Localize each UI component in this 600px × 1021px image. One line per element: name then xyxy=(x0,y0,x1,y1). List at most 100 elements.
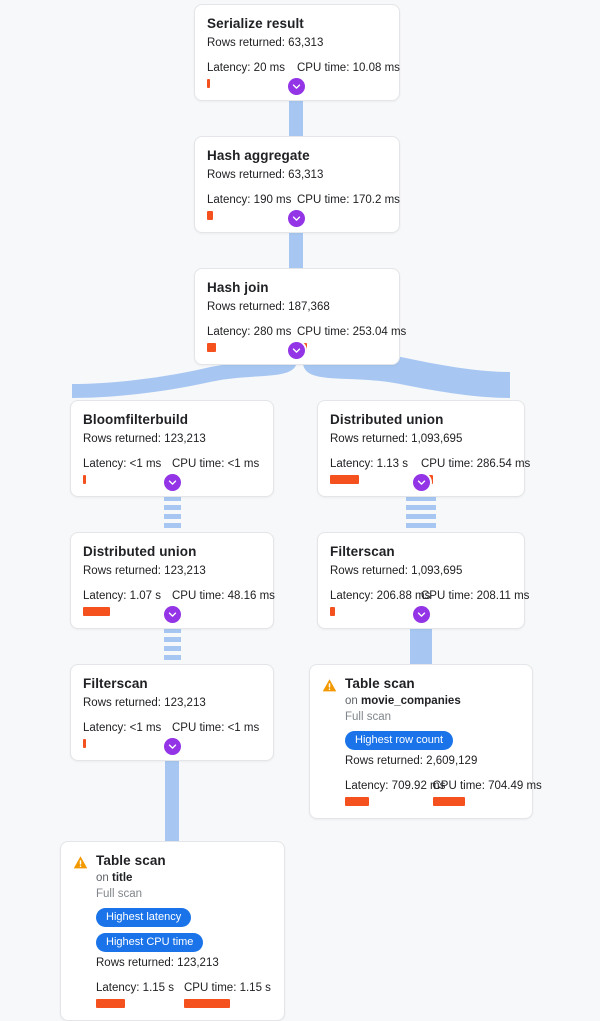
node-badges: Highest latency Highest CPU time xyxy=(96,908,272,952)
badge-highest-latency[interactable]: Highest latency xyxy=(96,908,192,927)
cpu-time-label: CPU time: 208.11 ms xyxy=(421,590,530,602)
collapse-toggle-distributed-union-left[interactable] xyxy=(164,606,181,623)
cpu-time-label: CPU time: 704.49 ms xyxy=(432,780,542,792)
chevron-down-icon xyxy=(168,744,177,749)
node-title: Distributed union xyxy=(83,544,197,559)
node-metrics: Latency: 709.92 ms CPU time: 704.49 ms xyxy=(345,779,542,806)
warning-triangle-icon xyxy=(73,856,88,869)
latency-metric: Latency: 1.15 s xyxy=(96,981,184,1008)
rows-returned: Rows returned: 123,213 xyxy=(83,565,206,577)
collapse-toggle-serialize-result[interactable] xyxy=(288,78,305,95)
chevron-down-icon xyxy=(168,480,177,485)
latency-label: Latency: 1.15 s xyxy=(96,982,174,994)
latency-bar xyxy=(207,211,213,220)
rows-returned: Rows returned: 2,609,129 xyxy=(345,755,478,767)
cpu-time-metric: CPU time: 253.04 ms xyxy=(297,325,407,352)
cpu-time-metric: CPU time: <1 ms xyxy=(172,721,261,748)
latency-bar xyxy=(345,797,369,806)
scan-target: on movie_companies xyxy=(345,694,520,709)
edge-filterscan-left-to-table-scan-title xyxy=(165,751,179,846)
collapse-toggle-distributed-union-right[interactable] xyxy=(413,474,430,491)
node-title: Hash join xyxy=(207,280,269,295)
node-header: Hash aggregate xyxy=(207,147,387,164)
chevron-down-icon xyxy=(292,348,301,353)
rows-returned: Rows returned: 187,368 xyxy=(207,301,330,313)
latency-label: Latency: 20 ms xyxy=(207,62,285,74)
latency-bar xyxy=(83,475,86,484)
latency-metric: Latency: 20 ms xyxy=(207,61,297,88)
node-title: Filterscan xyxy=(83,676,148,691)
rows-returned: Rows returned: 1,093,695 xyxy=(330,433,463,445)
latency-label: Latency: 190 ms xyxy=(207,194,292,206)
badge-highest-row-count[interactable]: Highest row count xyxy=(345,731,454,750)
cpu-time-metric: CPU time: 170.2 ms xyxy=(297,193,400,220)
latency-label: Latency: 709.92 ms xyxy=(345,780,446,792)
table-name: movie_companies xyxy=(361,695,461,707)
latency-metric: Latency: 190 ms xyxy=(207,193,297,220)
plan-node-table-scan-movie-companies[interactable]: Table scan on movie_companies Full scan … xyxy=(309,664,542,819)
latency-label: Latency: 1.13 s xyxy=(330,458,408,470)
collapse-toggle-hash-aggregate[interactable] xyxy=(288,210,305,227)
node-title: Distributed union xyxy=(330,412,444,427)
latency-bar xyxy=(207,343,216,352)
rows-returned: Rows returned: 123,213 xyxy=(83,697,206,709)
latency-bar xyxy=(83,739,86,748)
latency-metric: Latency: <1 ms xyxy=(83,721,172,748)
latency-label: Latency: 1.07 s xyxy=(83,590,161,602)
node-header: Bloomfilterbuild xyxy=(83,411,261,428)
latency-label: Latency: <1 ms xyxy=(83,458,162,470)
node-title: Table scan xyxy=(96,853,166,868)
node-header: Table scan xyxy=(73,852,272,870)
cpu-time-metric: CPU time: 48.16 ms xyxy=(172,589,275,616)
latency-metric: Latency: 206.88 ms xyxy=(330,589,431,616)
scan-type: Full scan xyxy=(96,888,143,900)
scan-type: Full scan xyxy=(345,711,392,723)
latency-bar xyxy=(96,999,125,1008)
node-metrics: Latency: 1.13 s CPU time: 286.54 ms xyxy=(330,457,531,484)
latency-bar xyxy=(207,79,210,88)
collapse-toggle-bloomfilterbuild[interactable] xyxy=(164,474,181,491)
plan-node-table-scan-title[interactable]: Table scan on title Full scan Highest la… xyxy=(60,841,285,1021)
cpu-time-metric: CPU time: 1.15 s xyxy=(184,981,272,1008)
node-metrics: Latency: <1 ms CPU time: <1 ms xyxy=(83,457,261,484)
latency-label: Latency: <1 ms xyxy=(83,722,162,734)
chevron-down-icon xyxy=(417,612,426,617)
cpu-time-label: CPU time: 253.04 ms xyxy=(297,326,407,338)
cpu-time-label: CPU time: 286.54 ms xyxy=(421,458,531,470)
latency-metric: Latency: 1.07 s xyxy=(83,589,172,616)
node-metrics: Latency: <1 ms CPU time: <1 ms xyxy=(83,721,261,748)
node-title: Hash aggregate xyxy=(207,148,310,163)
cpu-time-label: CPU time: 1.15 s xyxy=(184,982,271,994)
latency-bar xyxy=(330,607,335,616)
rows-returned: Rows returned: 63,313 xyxy=(207,37,324,49)
chevron-down-icon xyxy=(168,612,177,617)
cpu-time-metric: CPU time: <1 ms xyxy=(172,457,261,484)
cpu-time-metric: CPU time: 208.11 ms xyxy=(421,589,530,616)
scan-target: on title xyxy=(96,871,272,886)
cpu-time-label: CPU time: 170.2 ms xyxy=(297,194,400,206)
node-header: Hash join xyxy=(207,279,387,296)
rows-returned: Rows returned: 63,313 xyxy=(207,169,324,181)
node-header: Filterscan xyxy=(83,675,261,692)
collapse-toggle-filterscan-right[interactable] xyxy=(413,606,430,623)
node-header: Distributed union xyxy=(330,411,512,428)
chevron-down-icon xyxy=(292,216,301,221)
latency-metric: Latency: <1 ms xyxy=(83,457,172,484)
badge-highest-cpu-time[interactable]: Highest CPU time xyxy=(96,933,204,952)
rows-returned: Rows returned: 1,093,695 xyxy=(330,565,463,577)
cpu-time-metric: CPU time: 704.49 ms xyxy=(432,779,542,806)
latency-label: Latency: 280 ms xyxy=(207,326,292,338)
node-header: Serialize result xyxy=(207,15,387,32)
latency-bar xyxy=(330,475,359,484)
collapse-toggle-filterscan-left[interactable] xyxy=(164,738,181,755)
latency-metric: Latency: 709.92 ms xyxy=(345,779,446,806)
cpu-time-metric: CPU time: 10.08 ms xyxy=(297,61,400,88)
cpu-time-bar xyxy=(432,797,465,806)
node-title: Serialize result xyxy=(207,16,304,31)
latency-label: Latency: 206.88 ms xyxy=(330,590,431,602)
rows-returned: Rows returned: 123,213 xyxy=(83,433,206,445)
node-header: Table scan xyxy=(322,675,520,693)
node-badges: Highest row count xyxy=(345,731,520,750)
collapse-toggle-hash-join[interactable] xyxy=(288,342,305,359)
